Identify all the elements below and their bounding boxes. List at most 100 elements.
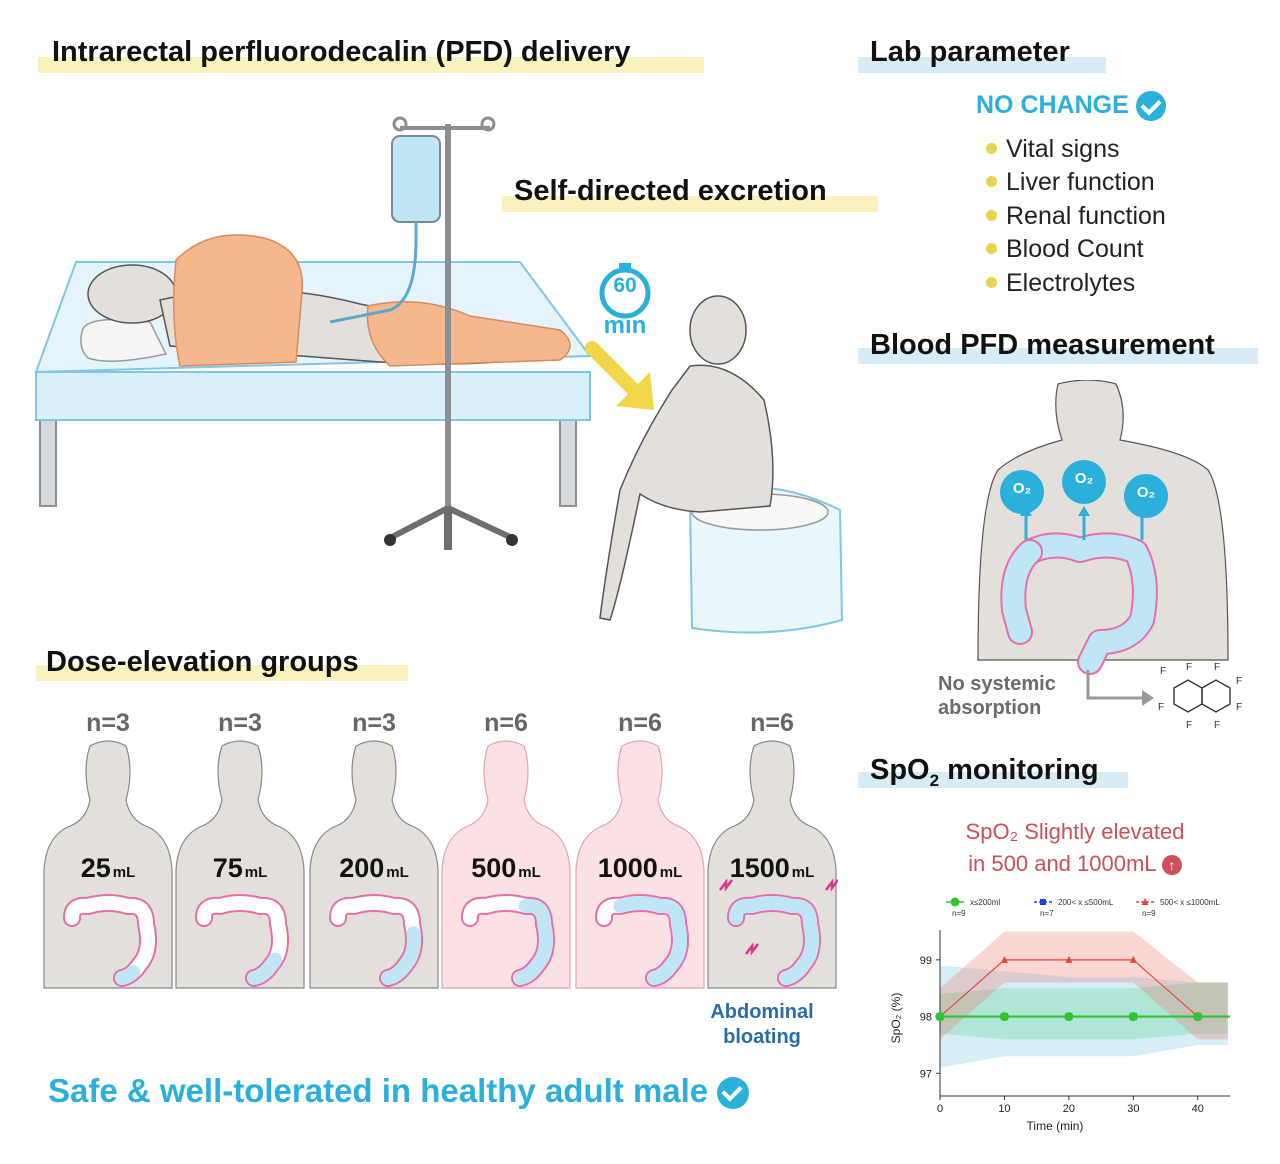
lab-item: Blood Count	[986, 233, 1166, 266]
x-tick-label: 20	[1063, 1103, 1075, 1115]
excretion-heading: Self-directed excretion	[514, 175, 827, 207]
y-tick-label: 99	[920, 955, 932, 967]
group-body-silhouette	[309, 740, 439, 989]
y-tick-label: 98	[920, 1012, 932, 1024]
lab-item: Liver function	[986, 166, 1166, 199]
group-body-silhouette	[575, 740, 705, 989]
group-body-silhouette	[43, 740, 173, 989]
y-axis-label: SpO₂ (%)	[889, 993, 903, 1044]
lab-item: Vital signs	[986, 133, 1166, 166]
colon-fluid	[1002, 541, 1041, 643]
excretion-arrow-icon	[1142, 690, 1154, 706]
heading-highlight	[858, 772, 1128, 788]
heading-highlight	[858, 57, 1106, 73]
heading-highlight	[502, 196, 878, 212]
spo2-heading: SpO2 monitoring	[870, 754, 1099, 790]
x-tick-label: 10	[998, 1103, 1010, 1115]
lab-item: Electrolytes	[986, 267, 1166, 300]
x-axis-label: Time (min)	[1027, 1119, 1084, 1133]
torso-illustration	[977, 380, 1229, 706]
check-icon	[717, 1077, 750, 1110]
group-n-label: n=6	[750, 709, 794, 737]
group-body-silhouette	[707, 740, 838, 989]
x-tick-label: 30	[1127, 1103, 1139, 1115]
legend-n: n=7	[1040, 909, 1054, 918]
fluorine-atom: F	[1214, 720, 1221, 731]
iv-base	[388, 505, 450, 541]
legend-label: x≤200ml	[970, 898, 1000, 907]
dose-heading: Dose-elevation groups	[46, 646, 359, 678]
y-tick-label: 97	[920, 1068, 932, 1080]
o2-bubble-icon	[1000, 470, 1044, 514]
group-body-silhouette	[441, 740, 571, 989]
seated-person-illustration	[599, 295, 844, 634]
iv-base	[446, 505, 514, 541]
pfd-molecule-icon	[1173, 679, 1231, 713]
pillow	[80, 318, 168, 362]
data-point	[1128, 1012, 1138, 1022]
o2-label: O₂	[1074, 470, 1094, 487]
arrow-up-circle-icon: ↑	[1161, 855, 1182, 876]
bullet-icon	[986, 243, 997, 255]
conclusion-text: Safe & well-tolerated in healthy adult m…	[48, 1072, 750, 1110]
blanket-upper	[173, 234, 304, 367]
fluorine-atom: F	[1160, 666, 1171, 677]
heading-highlight	[858, 348, 1258, 364]
bed-side	[35, 371, 591, 421]
group-n-label: n=6	[484, 709, 528, 737]
group-body-silhouette	[175, 740, 305, 989]
fluorine-atom: F	[1186, 720, 1193, 731]
fluorine-atom: F	[1214, 662, 1221, 673]
up-arrow-icon	[1078, 506, 1090, 516]
group-n-label: n=6	[618, 709, 662, 737]
iv-bag	[391, 135, 441, 223]
data-point	[1000, 955, 1008, 963]
o2-label: O₂	[1012, 480, 1032, 497]
stopwatch-icon	[599, 263, 651, 319]
fluorine-atom: F	[1186, 662, 1193, 673]
data-point	[1193, 1012, 1203, 1022]
iv-hook	[392, 116, 408, 132]
data-point	[1129, 955, 1137, 963]
timer-value: 60	[613, 274, 637, 297]
pfd-delivery-illustration	[34, 116, 592, 550]
fluorine-atom: F	[1236, 702, 1243, 713]
group-n-label: n=3	[352, 709, 396, 737]
legend-label: 500< x ≤1000mL	[1160, 898, 1220, 907]
fluorine-atom: F	[1158, 702, 1165, 713]
legend-marker	[1040, 899, 1046, 905]
data-point	[1064, 1012, 1074, 1022]
group-n-label: n=3	[218, 709, 262, 737]
o2-bubble-icon	[1062, 460, 1106, 504]
x-tick-label: 0	[937, 1103, 943, 1115]
data-point	[999, 1012, 1009, 1022]
torso-body	[977, 380, 1229, 661]
person-head	[689, 295, 747, 365]
bullet-icon	[986, 142, 997, 154]
o2-label: O₂	[1136, 484, 1156, 501]
person-body	[599, 364, 774, 621]
check-icon	[1135, 91, 1166, 122]
iv-hook	[480, 116, 496, 132]
data-point	[935, 1012, 945, 1022]
series-band	[940, 931, 1228, 1040]
colon-fluid	[1019, 534, 1156, 673]
lab-item: Renal function	[986, 200, 1166, 233]
x-tick-label: 40	[1192, 1103, 1204, 1115]
bullet-icon	[986, 176, 997, 188]
o2-bubble-icon	[1124, 474, 1168, 518]
heading-highlight	[36, 665, 408, 681]
legend-marker	[1141, 898, 1149, 905]
iv-tube	[329, 222, 418, 324]
bullet-icon	[986, 276, 997, 288]
lab-heading: Lab parameter	[870, 36, 1070, 68]
heading-highlight	[38, 57, 704, 73]
